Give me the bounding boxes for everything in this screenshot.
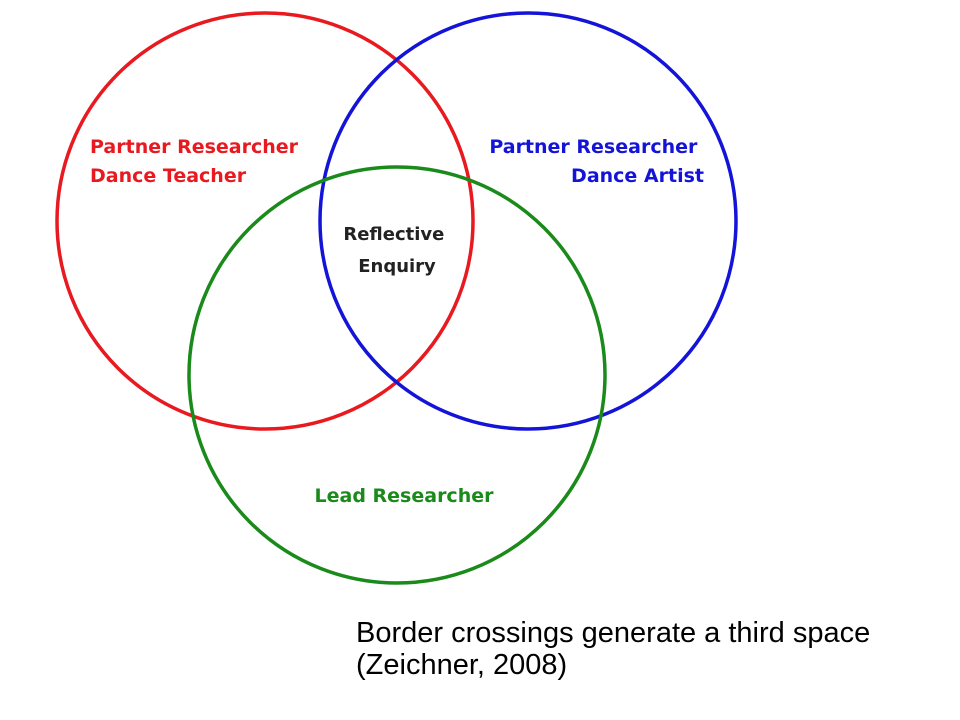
- circle-dance-teacher: [55, 11, 475, 431]
- circle-dance-artist: [318, 11, 738, 431]
- label-partner-researcher-dance-teacher: Partner Researcher Dance Teacher: [90, 136, 305, 187]
- label-teacher-line-2: Dance Teacher: [90, 165, 247, 187]
- label-center-line-1: Reflective: [343, 224, 444, 245]
- venn-diagram: Partner Researcher Dance Teacher Partner…: [55, 11, 738, 585]
- label-lead-researcher: Lead Researcher: [315, 485, 495, 507]
- label-teacher-line-1: Partner Researcher: [90, 136, 299, 158]
- caption-line-2: (Zeichner, 2008): [356, 649, 568, 681]
- label-artist-line-2: Dance Artist: [571, 165, 704, 187]
- circle-lead-researcher: [187, 165, 607, 585]
- label-lead-line-1: Lead Researcher: [315, 485, 495, 507]
- caption: Border crossings generate a third space …: [356, 617, 956, 681]
- caption-line-1: Border crossings generate a third space: [356, 617, 871, 649]
- label-reflective-enquiry: Reflective Enquiry: [343, 224, 450, 277]
- label-center-line-2: Enquiry: [358, 256, 436, 277]
- label-artist-line-1: Partner Researcher: [489, 136, 698, 158]
- label-partner-researcher-dance-artist: Partner Researcher Dance Artist: [489, 136, 704, 187]
